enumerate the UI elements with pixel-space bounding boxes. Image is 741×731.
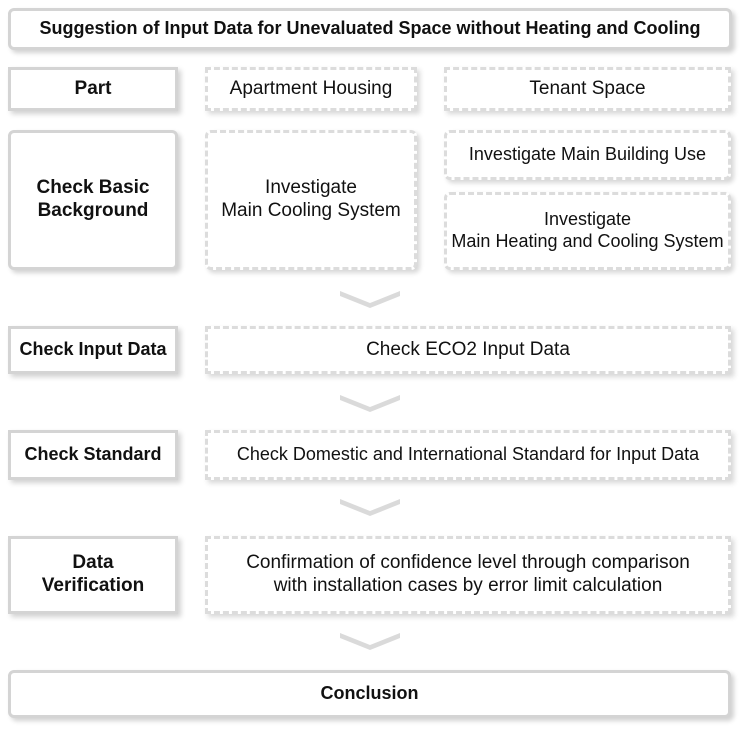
investigate-main-cooling-line2: Main Cooling System [221,200,401,221]
check-input-data-label: Check Input Data [19,339,167,360]
check-input-data-label-box: Check Input Data [8,326,178,374]
chevron-down-icon [340,499,400,516]
data-verification-label-box: Data Verification [8,536,178,614]
check-eco2-input-data-box: Check ECO2 Input Data [205,326,731,374]
investigate-main-heating-cooling-line2: Main Heating and Cooling System [451,231,724,251]
check-basic-background-line1: Check Basic [36,177,150,199]
confidence-level-confirmation-line2: with installation cases by error limit c… [273,575,663,596]
apartment-housing-box: Apartment Housing [205,67,417,111]
part-label: Part [74,77,112,99]
check-eco2-input-data-label: Check ECO2 Input Data [366,338,570,360]
data-verification-line1: Data [72,552,114,574]
diagram-title: Suggestion of Input Data for Unevaluated… [8,8,732,50]
check-domestic-international-standard-box: Check Domestic and International Standar… [205,430,731,480]
investigate-main-heating-cooling-box: Investigate Main Heating and Cooling Sys… [444,192,731,270]
investigate-main-cooling-line1: Investigate [265,177,357,199]
investigate-main-building-use-label: Investigate Main Building Use [468,144,707,165]
tenant-space-label: Tenant Space [529,77,646,99]
confidence-level-confirmation-line1: Confirmation of confidence level through… [246,552,690,574]
diagram-title-text: Suggestion of Input Data for Unevaluated… [39,18,701,39]
check-basic-background-line2: Background [37,200,149,221]
chevron-down-icon [340,633,400,650]
check-standard-label-box: Check Standard [8,430,178,480]
chevron-down-icon [340,291,400,308]
confidence-level-confirmation-box: Confirmation of confidence level through… [205,536,731,614]
conclusion-box: Conclusion [8,670,731,718]
conclusion-label: Conclusion [320,683,419,704]
data-verification-line2: Verification [41,575,145,596]
check-standard-label: Check Standard [24,444,162,465]
investigate-main-building-use-box: Investigate Main Building Use [444,130,731,180]
investigate-main-heating-cooling-line1: Investigate [543,209,632,230]
check-domestic-international-standard-label: Check Domestic and International Standar… [236,444,700,465]
part-label-box: Part [8,67,178,111]
investigate-main-cooling-box: Investigate Main Cooling System [205,130,417,270]
check-basic-background-box: Check Basic Background [8,130,178,270]
apartment-housing-label: Apartment Housing [229,77,393,99]
chevron-down-icon [340,395,400,412]
tenant-space-box: Tenant Space [444,67,731,111]
